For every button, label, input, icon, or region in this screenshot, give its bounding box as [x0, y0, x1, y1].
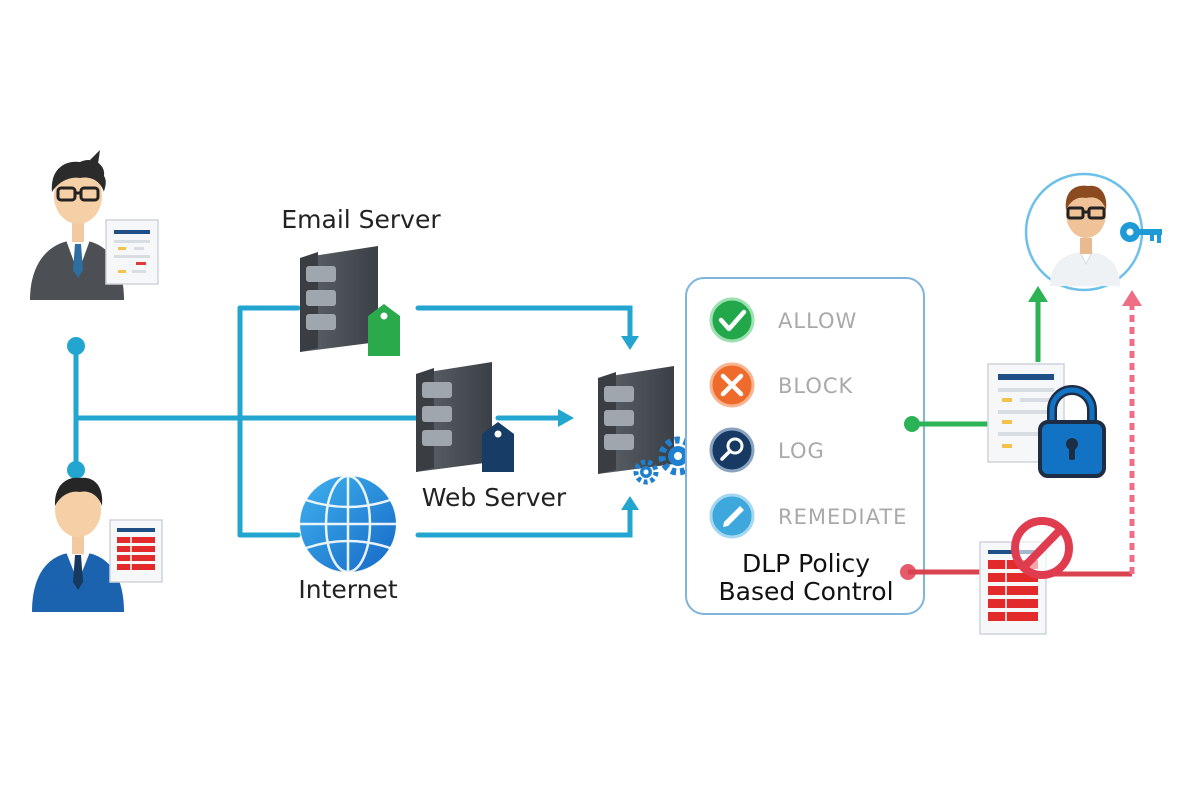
globe-icon: [300, 474, 396, 574]
document-icon-top: [105, 219, 159, 285]
policy-title-line1: DLP Policy: [742, 549, 870, 578]
lock-icon: [1038, 385, 1106, 478]
log-label: LOG: [778, 439, 825, 463]
email-server-label: Email Server: [281, 205, 441, 234]
allow-path: [904, 286, 1048, 432]
recipient-avatar: [1024, 172, 1144, 292]
prohibited-icon: [1011, 517, 1073, 579]
block-path: [900, 290, 1142, 580]
web-server-icon: [416, 362, 514, 472]
flow-lines: [73, 305, 633, 538]
dlp-server-icon: [598, 366, 674, 474]
policy-option-block: BLOCK: [709, 362, 854, 408]
policy-option-remediate: REMEDIATE: [709, 493, 907, 539]
connector-node-top: [67, 337, 85, 355]
magnifier-icon: [709, 427, 755, 473]
internet-label: Internet: [298, 575, 397, 604]
policy-option-allow: ALLOW: [709, 297, 857, 343]
policy-option-log: LOG: [709, 427, 825, 473]
policy-title-line2: Based Control: [718, 577, 893, 606]
email-server-icon: [300, 246, 400, 356]
check-icon: [709, 297, 755, 343]
flow-arrowheads: [558, 336, 639, 510]
document-icon-bottom: [109, 519, 163, 583]
user-sender-bottom: [32, 477, 124, 612]
connector-node-bottom: [67, 461, 85, 479]
block-label: BLOCK: [778, 374, 854, 398]
user-sender-top: [30, 150, 124, 300]
allow-label: ALLOW: [778, 309, 857, 333]
web-server-label: Web Server: [422, 483, 567, 512]
remediate-label: REMEDIATE: [778, 505, 907, 529]
key-icon: [1120, 222, 1162, 243]
